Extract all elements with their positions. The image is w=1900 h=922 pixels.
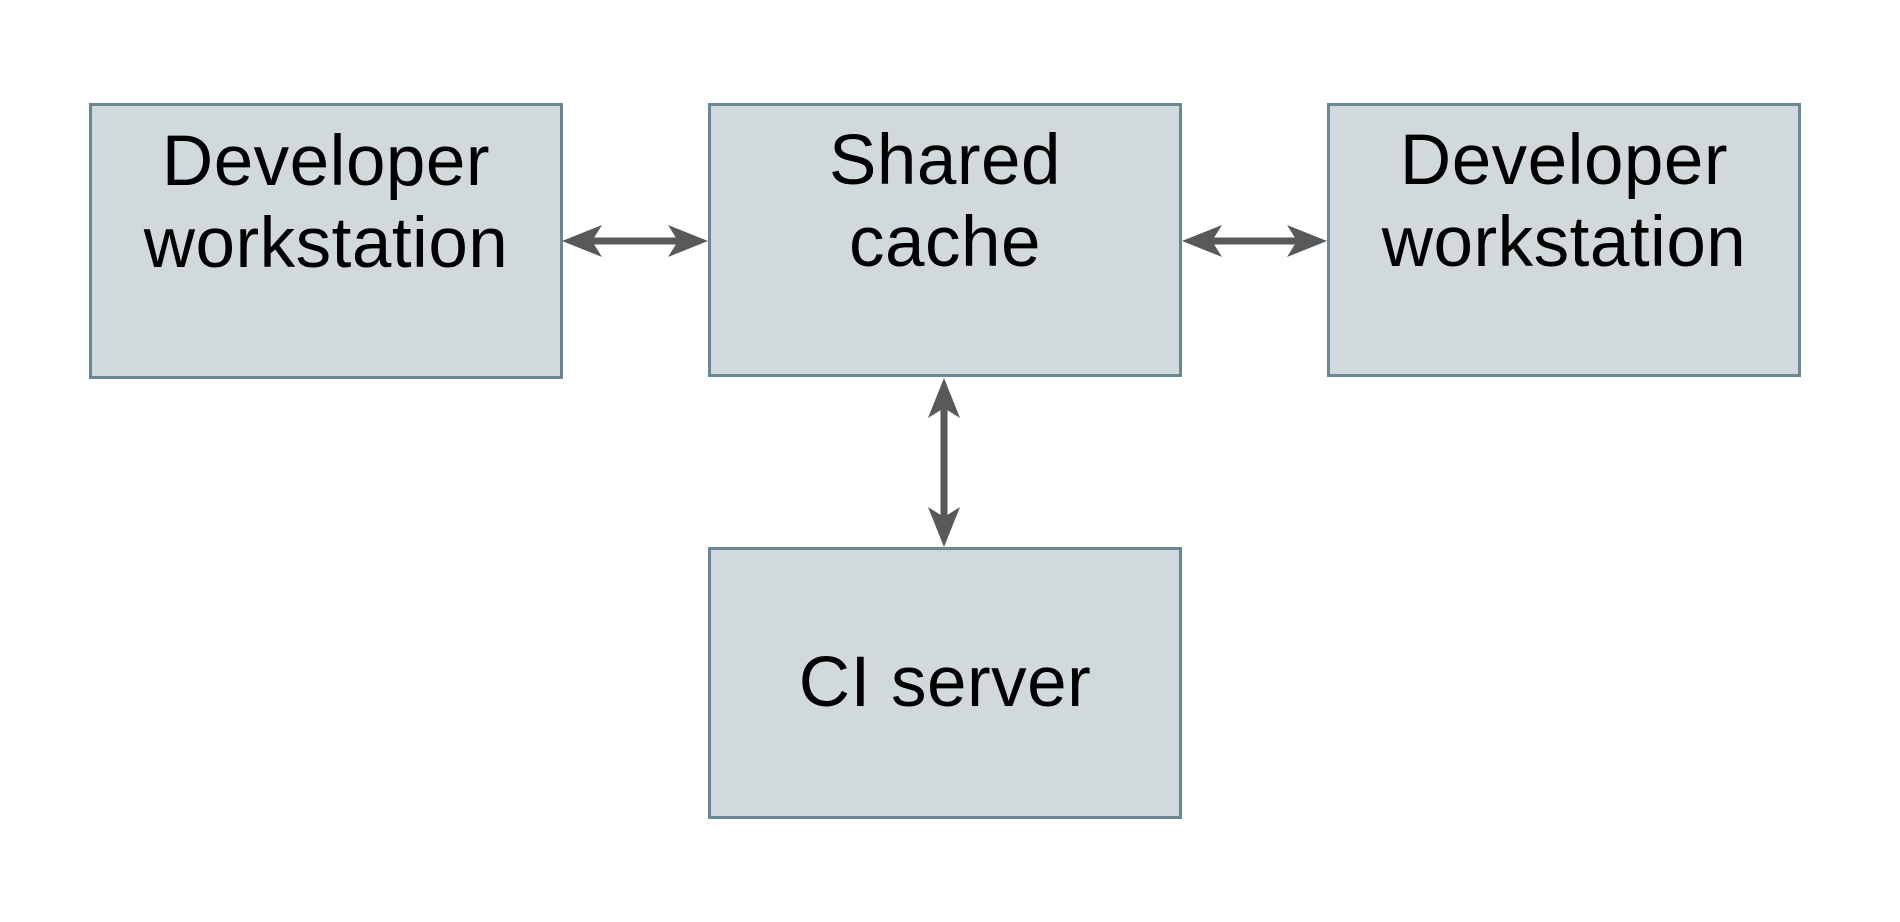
node-label-line: workstation (1381, 203, 1747, 282)
node-developer-workstation-left: Developer workstation (89, 103, 563, 379)
node-ci-server: CI server (708, 547, 1182, 819)
node-label-line: CI server (798, 643, 1092, 722)
node-label-line: workstation (143, 204, 509, 283)
bidirectional-arrow-icon (1182, 223, 1327, 259)
node-developer-workstation-right: Developer workstation (1327, 103, 1801, 377)
node-shared-cache: Shared cache (708, 103, 1182, 377)
node-label-line: Developer (1399, 121, 1729, 200)
node-label-line: Developer (161, 122, 491, 201)
node-label-line: Shared (829, 121, 1061, 200)
bidirectional-arrow-icon (562, 223, 708, 259)
bidirectional-arrow-icon (926, 378, 962, 547)
node-label-line: cache (849, 203, 1041, 282)
